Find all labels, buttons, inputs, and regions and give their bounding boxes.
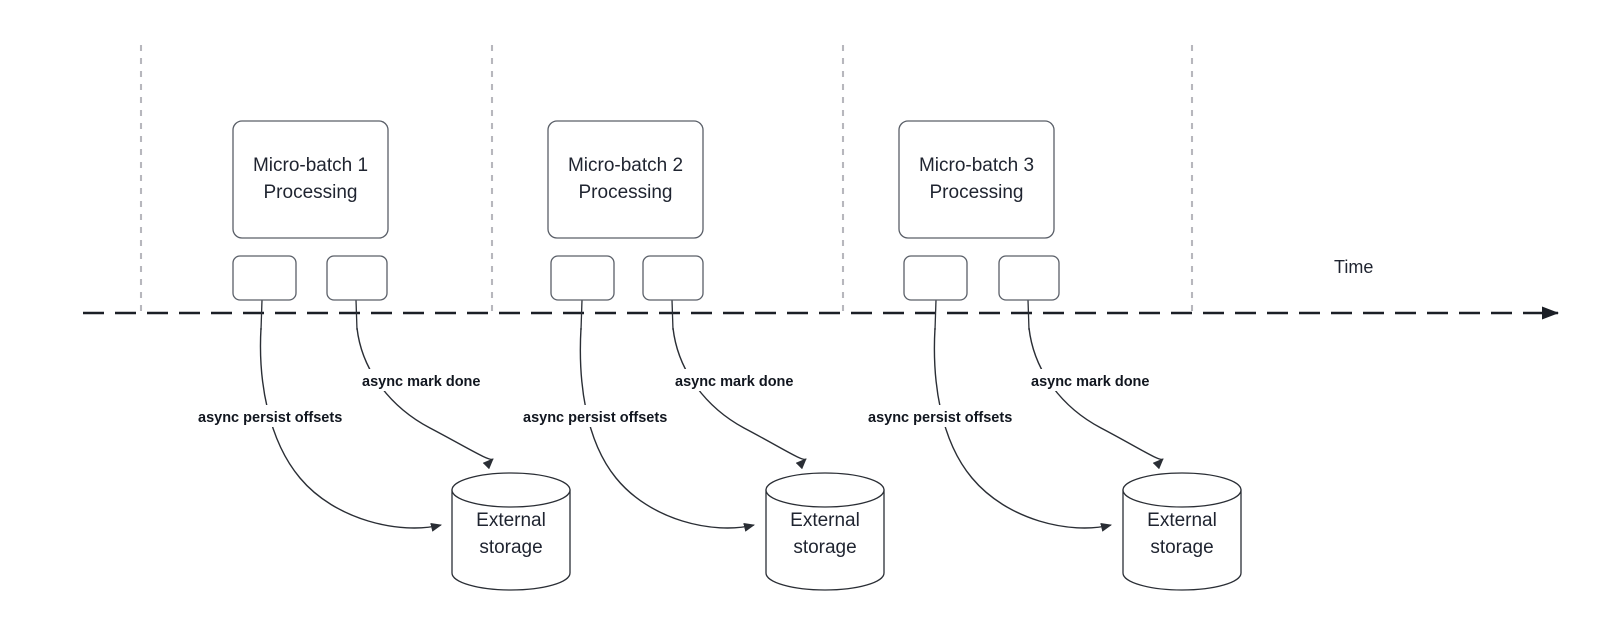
timeline-tick-group (139, 45, 1194, 316)
external-storage-label-2-line1: External (790, 510, 860, 531)
micro-batch-label-1-line1: Micro-batch 1 (253, 155, 368, 176)
external-storage-label-2-line2: storage (793, 537, 856, 558)
micro-batch-label-2-line1: Micro-batch 2 (568, 155, 683, 176)
stem-markdone-3 (1027, 299, 1030, 331)
task-box-2-markdone[interactable] (642, 255, 704, 301)
edge-label-bg-2-markdone (673, 369, 815, 391)
group-1: Micro-batch 1 Processing External storag… (196, 120, 571, 591)
external-storage-label-1-line2: storage (479, 537, 542, 558)
edge-label-bg-3-persist (866, 405, 1044, 427)
group-3: Micro-batch 3 Processing External storag… (866, 120, 1242, 591)
micro-batch-label-3-line1: Micro-batch 3 (919, 155, 1034, 176)
edge-label-bg-3-markdone (1029, 369, 1171, 391)
micro-batch-box-1[interactable] (232, 120, 389, 239)
micro-batch-label-2-line2: Processing (579, 182, 673, 203)
edge-label-persist-offsets-2: async persist offsets (523, 410, 667, 426)
edge-label-persist-offsets-1: async persist offsets (198, 410, 342, 426)
edge-persist-offsets-3 (933, 327, 1112, 532)
task-box-1-markdone[interactable] (326, 255, 388, 301)
external-storage-label-3-line2: storage (1150, 537, 1213, 558)
task-box-3-markdone[interactable] (998, 255, 1060, 301)
edge-label-mark-done-2: async mark done (675, 374, 793, 390)
external-storage-3[interactable]: External storage (1122, 472, 1242, 591)
micro-batch-box-2[interactable] (547, 120, 704, 239)
micro-batch-label-1-line2: Processing (264, 182, 358, 203)
edge-label-bg-2-persist (521, 405, 699, 427)
task-box-2-persist[interactable] (550, 255, 615, 301)
group-2: Micro-batch 2 Processing External storag… (521, 120, 885, 591)
external-storage-label-3-line1: External (1147, 510, 1217, 531)
edge-persist-offsets-2 (579, 327, 755, 532)
stem-persist-2 (580, 299, 583, 331)
external-storage-2[interactable]: External storage (765, 472, 885, 591)
micro-batch-box-3[interactable] (898, 120, 1055, 239)
task-box-3-persist[interactable] (903, 255, 968, 301)
edge-label-bg-1-persist (196, 405, 374, 427)
stem-persist-1 (260, 299, 263, 331)
external-storage-1[interactable]: External storage (451, 472, 571, 591)
edge-label-persist-offsets-3: async persist offsets (868, 410, 1012, 426)
stem-markdone-1 (355, 299, 358, 331)
edge-label-mark-done-3: async mark done (1031, 374, 1149, 390)
edge-persist-offsets-1 (259, 327, 442, 532)
edge-label-mark-done-1: async mark done (362, 374, 480, 390)
stem-persist-3 (934, 299, 937, 331)
edge-label-bg-1-markdone (360, 369, 502, 391)
edge-mark-done-3 (1028, 327, 1164, 470)
edge-mark-done-2 (672, 327, 807, 470)
time-axis-label: Time (1334, 257, 1373, 277)
external-storage-label-1-line1: External (476, 510, 546, 531)
stem-markdone-2 (671, 299, 674, 331)
micro-batch-label-3-line2: Processing (930, 182, 1024, 203)
task-box-1-persist[interactable] (232, 255, 297, 301)
edge-mark-done-1 (356, 327, 494, 470)
